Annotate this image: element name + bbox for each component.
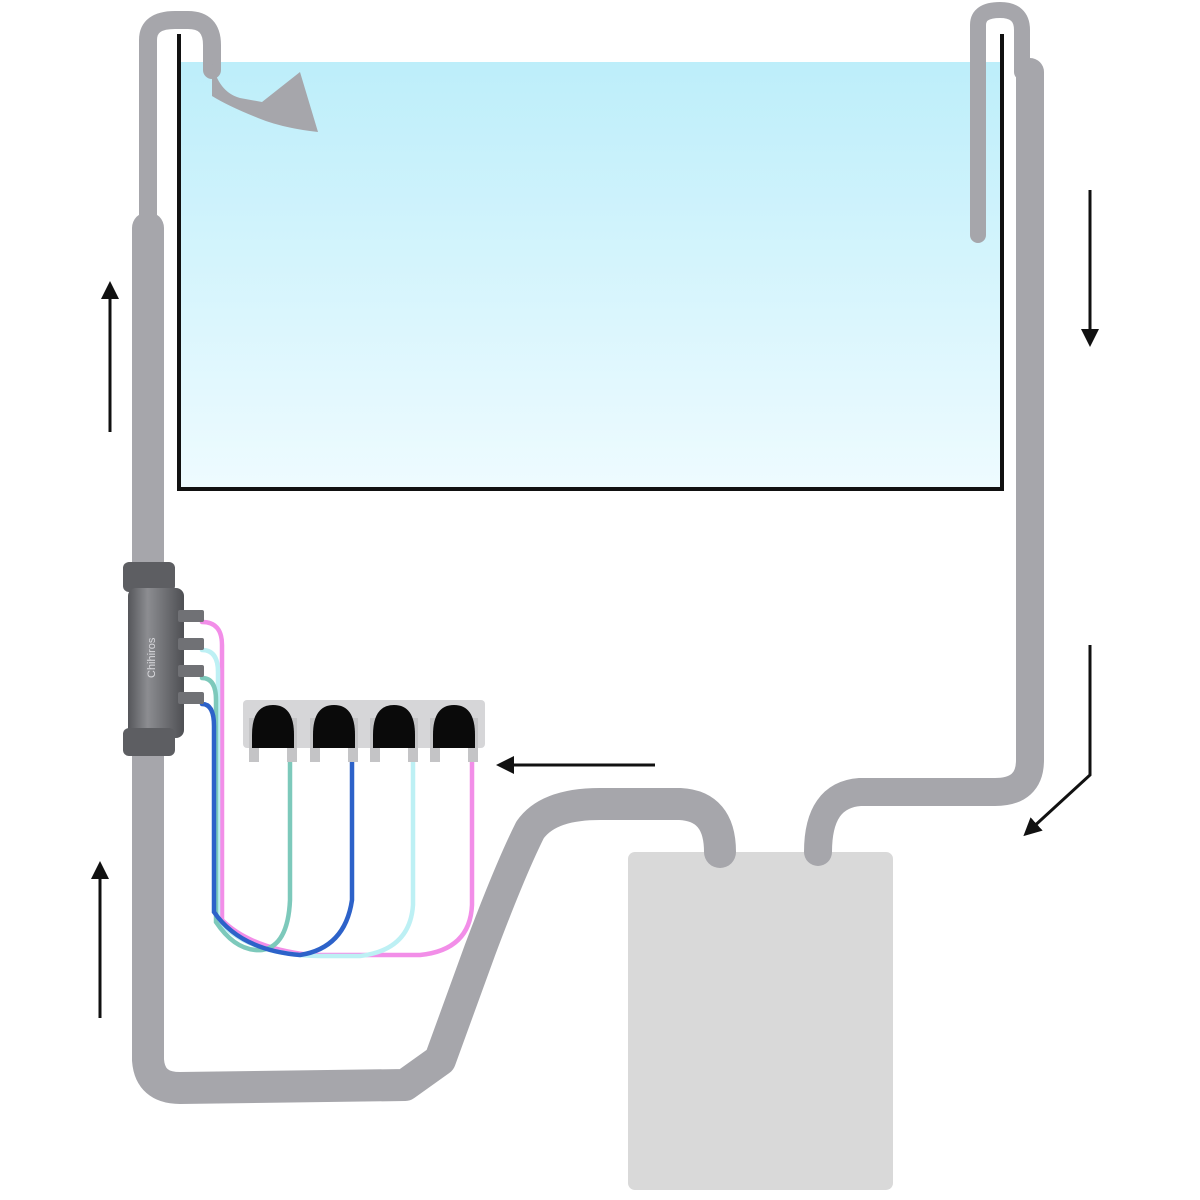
device-label: Chihiros xyxy=(146,637,158,678)
tube-teal xyxy=(199,675,293,953)
tube-blue xyxy=(199,701,355,958)
overflow-pipe xyxy=(970,2,1030,243)
pump-head xyxy=(310,705,358,762)
dosing-pumps xyxy=(249,705,478,762)
return-line-left xyxy=(139,11,221,569)
return-nozzle xyxy=(212,62,318,132)
plumbing xyxy=(132,2,1044,1104)
manifold-doser: Chihiros xyxy=(123,562,204,756)
drain-line xyxy=(804,58,1044,866)
aquarium-tank xyxy=(177,34,1004,491)
pump-head xyxy=(370,705,418,762)
pump-head xyxy=(249,705,297,762)
dosing-tubes xyxy=(199,619,475,959)
flow-arrows xyxy=(91,190,1099,1018)
arrow-down-left xyxy=(1023,645,1092,837)
tube-pink xyxy=(199,619,475,958)
tank-water xyxy=(180,62,1003,488)
return-line-lower xyxy=(132,212,736,1104)
sump xyxy=(628,852,893,1190)
tube-light-cyan xyxy=(199,647,416,959)
pump-panel xyxy=(243,700,485,748)
pump-head xyxy=(430,705,478,762)
